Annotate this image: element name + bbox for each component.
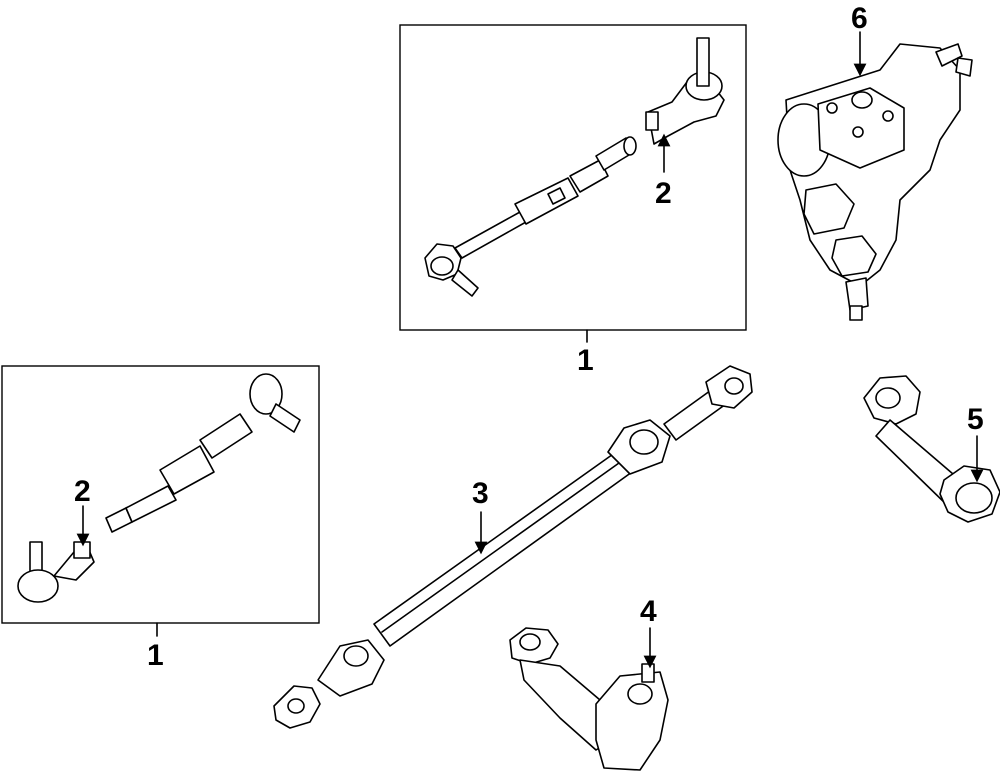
callout-2-left: 2	[74, 475, 91, 508]
tie-rod-assembly-left[interactable]: 2 1	[1, 365, 320, 672]
tie-rod-assembly-top-box	[399, 24, 747, 331]
callout-1-top: 1	[577, 344, 594, 377]
adjusting-rod-top	[454, 136, 637, 259]
callout-5: 5	[967, 403, 984, 436]
callout-4: 4	[640, 595, 657, 628]
tie-rod-end-top	[645, 37, 725, 145]
center-link[interactable]: 3	[273, 365, 753, 729]
inner-ball-joint-top	[424, 243, 479, 297]
pitman-arm[interactable]: 5	[863, 375, 1000, 523]
tie-rod-end-left	[17, 541, 95, 603]
callout-1-left: 1	[147, 639, 164, 672]
callout-2-top: 2	[655, 177, 672, 210]
tie-rod-assembly-left-box	[1, 365, 320, 624]
callout-3: 3	[472, 477, 489, 510]
adjusting-rod-left	[105, 413, 253, 533]
callout-6: 6	[851, 2, 868, 35]
idler-arm[interactable]: 4	[509, 595, 669, 771]
tie-rod-assembly-top[interactable]: 2 1	[399, 24, 747, 377]
steering-gear-box[interactable]: 6	[777, 2, 973, 321]
inner-ball-joint-left	[249, 373, 301, 433]
